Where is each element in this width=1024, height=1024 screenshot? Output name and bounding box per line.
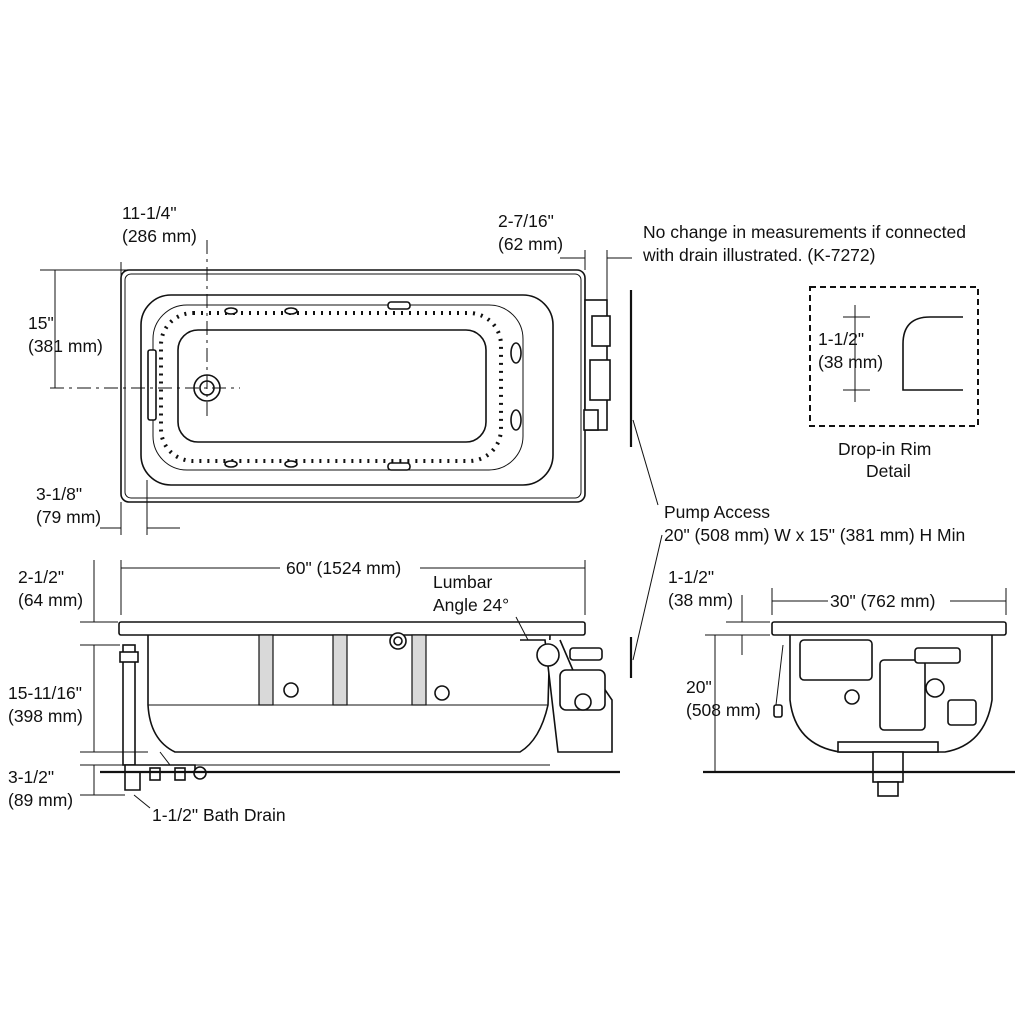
side-jets xyxy=(258,632,450,706)
side-view: 60" (1524 mm) Lumbar Angle 24° 2-1/2" (6… xyxy=(8,558,620,825)
detail-dim-mm-label: (38 mm) xyxy=(818,352,883,372)
lumbar-label-2: Angle 24° xyxy=(433,595,509,615)
end-width-label: 30" (762 mm) xyxy=(830,591,935,611)
side-pump xyxy=(520,639,613,753)
overflow-icon xyxy=(147,349,157,421)
side-body xyxy=(147,634,551,753)
drain-offset-mm-label: (286 mm) xyxy=(122,226,197,246)
end-rim-label: 1-1/2" xyxy=(668,567,714,587)
tub-bottom xyxy=(177,329,487,443)
pump-access-callout: Pump Access 20" (508 mm) W x 15" (381 mm… xyxy=(629,290,965,678)
detail-caption-1: Drop-in Rim xyxy=(838,439,931,459)
top-view: 11-1/4" (286 mm) 2-7/16" (62 mm) 15" (38… xyxy=(28,203,632,535)
end-view: 1-1/2" (38 mm) 30" (762 mm) 20" (508 mm) xyxy=(668,567,1015,797)
side-rim xyxy=(118,621,586,636)
drain-depth-mm-label: (89 mm) xyxy=(8,790,73,810)
detail-dim-label: 1-1/2" xyxy=(818,329,864,349)
drain-note: No change in measurements if connected w… xyxy=(642,222,966,265)
detail-frame xyxy=(809,286,979,427)
end-pump xyxy=(773,639,977,731)
end-height-label: 20" xyxy=(686,677,712,697)
drain-height-mm-label: (381 mm) xyxy=(28,336,103,356)
end-drain xyxy=(837,741,939,797)
pump-access-line-1: Pump Access xyxy=(664,502,770,522)
end-rim-mm-label: (38 mm) xyxy=(668,590,733,610)
drain-height-label: 15" xyxy=(28,313,54,333)
end-height-mm-label: (508 mm) xyxy=(686,700,761,720)
depth-mm-label: (398 mm) xyxy=(8,706,83,726)
note-line-2: with drain illustrated. (K-7272) xyxy=(642,245,875,265)
lumbar-label-1: Lumbar xyxy=(433,572,493,592)
rim-offset-label: 3-1/8" xyxy=(36,484,82,504)
drain-offset-label: 11-1/4" xyxy=(122,203,177,223)
bath-drain-pipe xyxy=(119,644,207,791)
detail-caption-2: Detail xyxy=(866,461,911,481)
rim-offset-mm-label: (79 mm) xyxy=(36,507,101,527)
note-line-1: No change in measurements if connected xyxy=(643,222,966,242)
pump-offset-mm-label: (62 mm) xyxy=(498,234,563,254)
length-label: 60" (1524 mm) xyxy=(286,558,401,578)
pump-assembly-top xyxy=(583,299,611,431)
rim-height-mm-label: (64 mm) xyxy=(18,590,83,610)
drain-depth-label: 3-1/2" xyxy=(8,767,54,787)
air-channel-dots xyxy=(159,311,503,463)
rim-height-label: 2-1/2" xyxy=(18,567,64,587)
pump-access-line-2: 20" (508 mm) W x 15" (381 mm) H Min xyxy=(664,525,965,545)
tub-basin-outline xyxy=(140,294,554,486)
pump-offset-label: 2-7/16" xyxy=(498,211,554,231)
jet-icons xyxy=(224,301,522,471)
bath-drain-label: 1-1/2" Bath Drain xyxy=(152,805,286,825)
end-rim xyxy=(771,621,1007,636)
drop-in-rim-detail: 1-1/2" (38 mm) Drop-in Rim Detail xyxy=(809,286,979,481)
depth-label: 15-11/16" xyxy=(8,683,82,703)
